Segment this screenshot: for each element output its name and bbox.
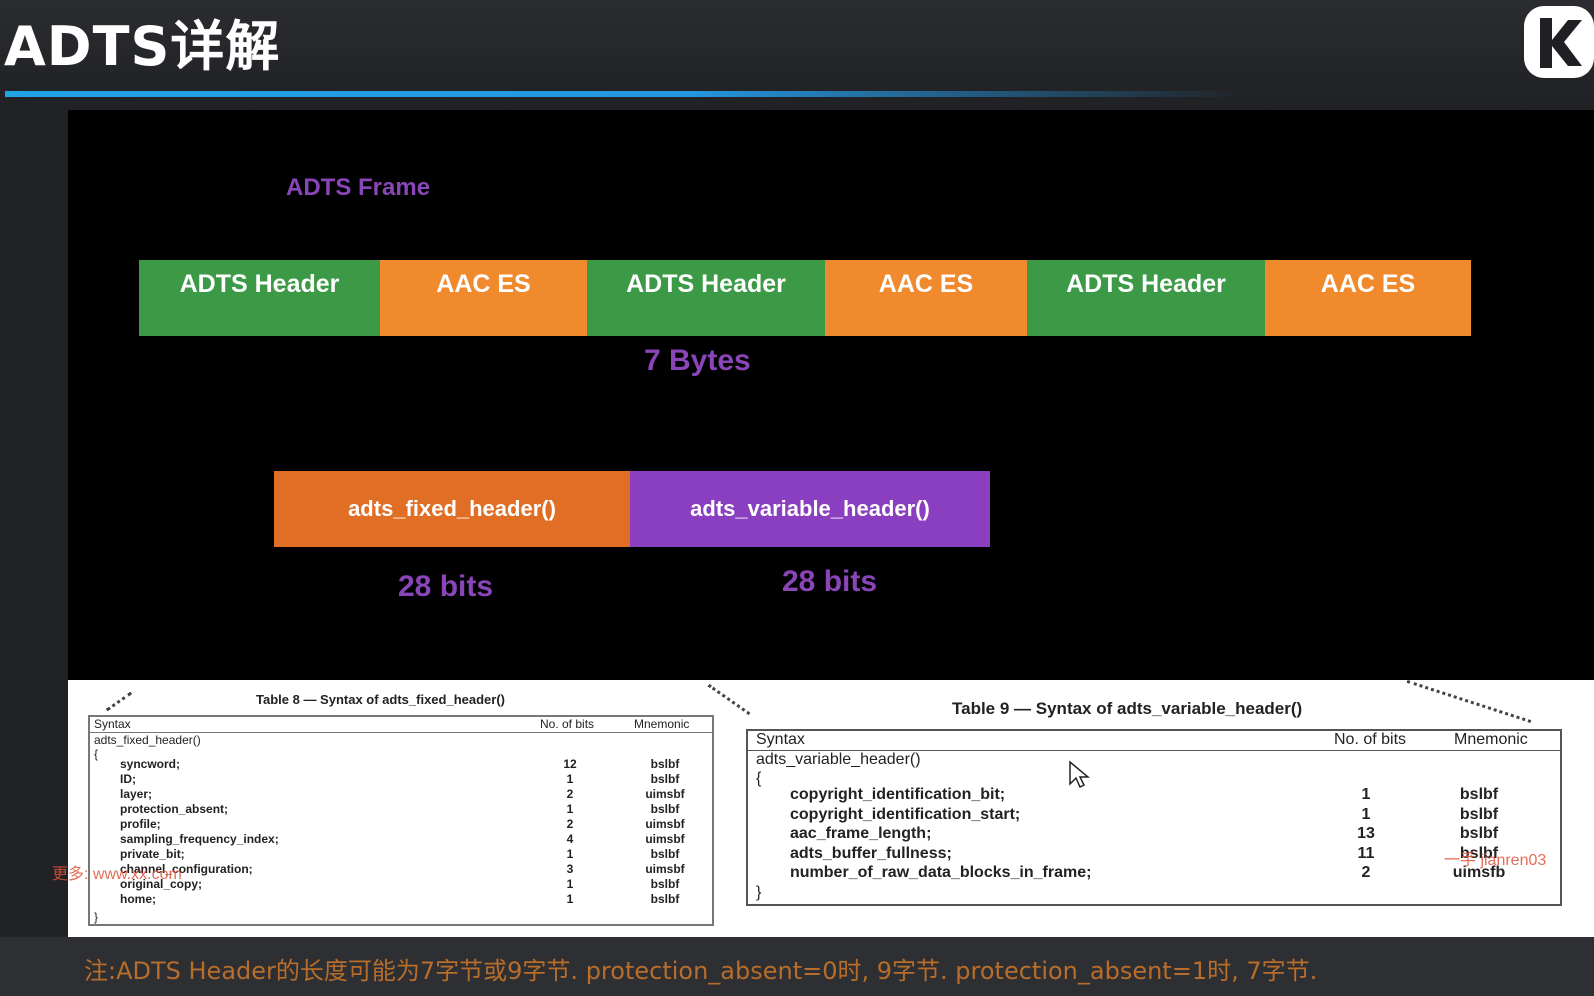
table8-cell-bits: 1 xyxy=(566,892,574,906)
header-size-label: 7 Bytes xyxy=(644,344,751,377)
table8-header-bits: No. of bits xyxy=(540,717,595,731)
table-divider xyxy=(748,750,1560,751)
table8-caption: Table 8 — Syntax of adts_fixed_header() xyxy=(256,692,505,707)
table8-cell-syntax: syncword; xyxy=(120,757,181,771)
table9-cell-syntax: aac_frame_length; xyxy=(790,825,932,842)
table9-header-syntax: Syntax xyxy=(756,731,805,748)
table8-cell-syntax: channel_configuration; xyxy=(120,862,253,876)
table8-cell-bits: 3 xyxy=(566,862,574,876)
variable-header-block: adts_variable_header() xyxy=(630,471,990,547)
table9-cell-syntax: number_of_raw_data_blocks_in_frame; xyxy=(790,864,1092,881)
table9-header-mnemonic: Mnemonic xyxy=(1454,731,1528,748)
table9-cell-syntax: copyright_identification_bit; xyxy=(790,786,1006,803)
spec-tables-panel xyxy=(68,680,1594,937)
watermark-right: 一手 jianren03 xyxy=(1444,852,1547,869)
table8-open-brace: { xyxy=(94,747,99,761)
segment-aac-es: AAC ES xyxy=(380,260,587,336)
table8-cell-bits: 1 xyxy=(566,877,574,891)
adts-frame-label: ADTS Frame xyxy=(286,174,431,201)
table9-cell-mnemonic: bslbf xyxy=(1459,805,1499,823)
table8-cell-bits: 1 xyxy=(566,802,574,816)
table9-cell-mnemonic: bslbf xyxy=(1459,786,1499,803)
footnote-bar: 注:ADTS Header的长度可能为7字节或9字节. protection_a… xyxy=(0,937,1594,996)
left-margin xyxy=(0,110,68,996)
table8-cell-syntax: profile; xyxy=(120,817,161,831)
brand-logo-icon xyxy=(1522,2,1594,80)
table8-cell-mnemonic: uimsbf xyxy=(645,832,685,846)
watermark-left: 更多: www.xx.com xyxy=(52,866,182,883)
segment-aac-es: AAC ES xyxy=(825,260,1027,336)
segment-adts-header: ADTS Header xyxy=(139,260,380,336)
table8-cell-syntax: sampling_frequency_index; xyxy=(120,832,279,846)
segment-aac-es: AAC ES xyxy=(1265,260,1471,336)
slide-canvas xyxy=(68,110,1594,680)
table8-cell-bits: 1 xyxy=(566,772,574,786)
table9-cell-bits: 11 xyxy=(1357,844,1375,862)
table8-cell-mnemonic: bslbf xyxy=(650,877,680,891)
table9-cell-mnemonic: bslbf xyxy=(1459,844,1499,862)
table8-cell-bits: 4 xyxy=(566,832,574,846)
table8-cell-bits: 12 xyxy=(563,757,577,771)
table8-cell-mnemonic: uimsbf xyxy=(645,787,685,801)
footnote-text: 注:ADTS Header的长度可能为7字节或9字节. protection_a… xyxy=(84,957,1318,985)
table8-cell-syntax: private_bit; xyxy=(120,847,185,861)
table8-cell-mnemonic: bslbf xyxy=(650,802,680,816)
table8-cell-syntax: protection_absent; xyxy=(120,802,229,816)
table9-cell-bits: 1 xyxy=(1361,805,1371,823)
table8-cell-bits: 2 xyxy=(566,787,574,801)
table9-func: adts_variable_header() xyxy=(756,751,921,768)
table8-cell-bits: 1 xyxy=(566,847,574,861)
table8-cell-syntax: original_copy; xyxy=(120,877,203,891)
table8-cell-mnemonic: bslbf xyxy=(650,892,680,906)
table-divider xyxy=(90,732,712,733)
table9-cell-syntax: copyright_identification_start; xyxy=(790,805,1021,823)
table8-func: adts_fixed_header() xyxy=(94,733,201,747)
table8-cell-mnemonic: uimsbf xyxy=(645,817,685,831)
segment-adts-header: ADTS Header xyxy=(1027,260,1265,336)
table9-close-brace: } xyxy=(756,884,762,901)
segment-adts-header: ADTS Header xyxy=(587,260,825,336)
table9-cell-mnemonic: bslbf xyxy=(1459,825,1499,842)
table9-cell-bits: 13 xyxy=(1357,825,1375,842)
table9-open-brace: { xyxy=(756,770,762,787)
table8-cell-mnemonic: bslbf xyxy=(650,772,680,786)
table8-cell-mnemonic: bslbf xyxy=(650,847,680,861)
table8: Syntax No. of bits Mnemonic adts_fixed_h… xyxy=(88,715,714,926)
table9-cell-bits: 2 xyxy=(1361,864,1371,881)
fixed-header-block: adts_fixed_header() xyxy=(274,471,630,547)
table8-cell-syntax: ID; xyxy=(120,772,136,786)
table9-cell-bits: 1 xyxy=(1361,786,1371,803)
table9-cell-syntax: adts_buffer_fullness; xyxy=(790,844,952,862)
fixed-bits-label: 28 bits xyxy=(398,570,494,603)
table8-cell-mnemonic: bslbf xyxy=(650,757,680,771)
table8-cell-bits: 2 xyxy=(566,817,574,831)
title-underline xyxy=(5,91,1245,97)
table8-cell-mnemonic: uimsbf xyxy=(645,862,685,876)
variable-bits-label: 28 bits xyxy=(782,565,878,598)
table8-cell-syntax: layer; xyxy=(120,787,153,801)
table9: Syntax No. of bits Mnemonic adts_variabl… xyxy=(746,729,1562,906)
table9-header-bits: No. of bits xyxy=(1334,731,1407,748)
table8-cell-syntax: home; xyxy=(120,892,156,906)
table9-caption: Table 9 — Syntax of adts_variable_header… xyxy=(952,699,1303,718)
table8-header-syntax: Syntax xyxy=(94,717,131,731)
table8-close-brace: } xyxy=(94,910,99,924)
table9-cell-mnemonic: uimsfb xyxy=(1452,864,1506,881)
table8-header-mnemonic: Mnemonic xyxy=(634,717,690,731)
page-title: ADTS详解 xyxy=(4,15,281,78)
mouse-cursor-icon xyxy=(1069,760,1090,789)
